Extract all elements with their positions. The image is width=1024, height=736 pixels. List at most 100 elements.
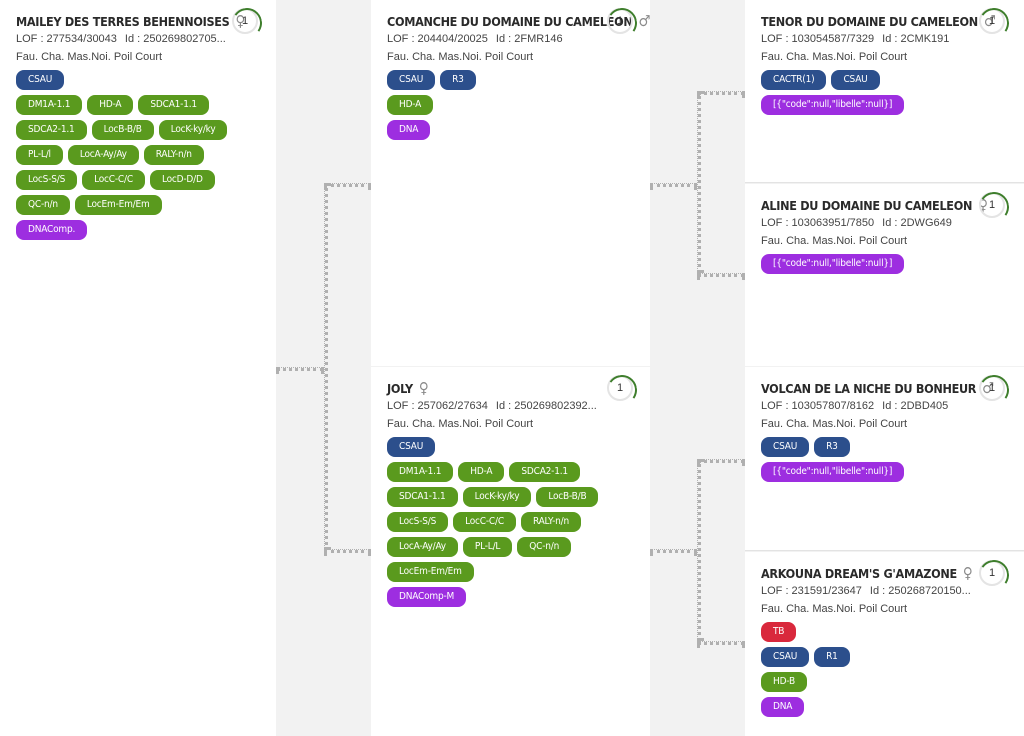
- test-badge[interactable]: LocA-Ay/Ay: [387, 537, 458, 557]
- test-badge[interactable]: CSAU: [761, 647, 810, 667]
- test-badge[interactable]: SDCA2-1.1: [16, 120, 87, 140]
- coat-description: Fau. Cha. Mas.Noi. Poil Court: [761, 603, 908, 615]
- test-badge[interactable]: R1: [814, 647, 850, 667]
- dog-name[interactable]: MAILEY DES TERRES BEHENNOISES♀: [16, 12, 246, 30]
- test-badge[interactable]: LocB-B/B: [536, 487, 599, 507]
- test-badge[interactable]: DM1A-1.1: [387, 462, 454, 482]
- test-badge[interactable]: HD-B: [761, 672, 807, 692]
- test-badge[interactable]: TB: [761, 622, 797, 642]
- test-badge[interactable]: HD-A: [87, 95, 134, 115]
- connector-subject: [276, 367, 324, 371]
- test-badge[interactable]: LocC-C/C: [453, 512, 516, 532]
- count-ring-icon: 1: [979, 8, 1005, 34]
- connector-dam-out: [650, 549, 697, 553]
- subject-card[interactable]: MAILEY DES TERRES BEHENNOISES♀ LOF : 277…: [0, 0, 276, 736]
- dam-sire-card[interactable]: VOLCAN DE LA NICHE DU BONHEUR♂ LOF : 103…: [745, 367, 1024, 551]
- connector-sire-vertical: [697, 91, 701, 273]
- connector-sire-dam: [697, 273, 745, 277]
- sire-card[interactable]: COMANCHE DU DOMAINE DU CAMELEON♂ LOF : 2…: [371, 0, 650, 366]
- badge-row: CACTR(1)CSAU: [761, 70, 1012, 90]
- sire-sire-card[interactable]: TENOR DU DOMAINE DU CAMELEON♂ LOF : 1030…: [745, 0, 1024, 183]
- badge-row: LocEm-Em/Em: [387, 562, 638, 582]
- badge-row: [{"code":null,"libelle":null}]: [761, 95, 1012, 115]
- test-badge[interactable]: DNA: [761, 697, 805, 717]
- test-badge[interactable]: RALY-n/n: [520, 512, 582, 532]
- test-badge[interactable]: PL-L/L: [462, 537, 513, 557]
- test-badge[interactable]: LocK-ky/ky: [462, 487, 532, 507]
- test-badge[interactable]: SDCA1-1.1: [138, 95, 209, 115]
- test-badge[interactable]: LocC-C/C: [82, 170, 145, 190]
- test-badge[interactable]: CACTR(1): [761, 70, 827, 90]
- dog-name[interactable]: ALINE DU DOMAINE DU CAMELEON♀: [761, 196, 988, 214]
- test-badge[interactable]: DM1A-1.1: [16, 95, 83, 115]
- test-badge[interactable]: DNAComp-M: [387, 587, 467, 607]
- badge-row: DNA: [761, 697, 1012, 717]
- dog-name[interactable]: ARKOUNA DREAM'S G'AMAZONE♀: [761, 564, 973, 582]
- dog-name[interactable]: COMANCHE DU DOMAINE DU CAMELEON♂: [387, 12, 650, 30]
- test-badge[interactable]: RALY-n/n: [143, 145, 204, 165]
- female-icon: ♀: [962, 564, 973, 582]
- count-ring-icon: 1: [607, 8, 633, 34]
- test-badge[interactable]: SDCA2-1.1: [509, 462, 580, 482]
- test-badge[interactable]: QC-n/n: [16, 195, 70, 215]
- test-badge[interactable]: LocEm-Em/Em: [74, 195, 162, 215]
- coat-description: Fau. Cha. Mas.Noi. Poil Court: [761, 418, 908, 430]
- test-badge[interactable]: [{"code":null,"libelle":null}]: [761, 462, 905, 482]
- test-badge[interactable]: LocD-D/D: [149, 170, 215, 190]
- test-badge[interactable]: HD-A: [458, 462, 505, 482]
- test-badge[interactable]: SDCA1-1.1: [387, 487, 458, 507]
- test-badge[interactable]: LocA-Ay/Ay: [67, 145, 139, 165]
- test-badge[interactable]: CSAU: [16, 70, 65, 90]
- test-badge[interactable]: CSAU: [831, 70, 880, 90]
- dog-name[interactable]: JOLY♀: [387, 379, 429, 397]
- count-ring-icon: 1: [979, 375, 1005, 401]
- test-badge[interactable]: [{"code":null,"libelle":null}]: [761, 95, 905, 115]
- test-badge[interactable]: DNAComp.: [16, 220, 88, 240]
- connector-dam-sire: [697, 459, 745, 463]
- badge-row: CSAU: [387, 437, 638, 457]
- test-badge[interactable]: CSAU: [387, 70, 436, 90]
- test-badge[interactable]: R3: [440, 70, 476, 90]
- test-badge[interactable]: CSAU: [387, 437, 436, 457]
- test-badge[interactable]: PL-L/l: [16, 145, 63, 165]
- test-badge[interactable]: CSAU: [761, 437, 810, 457]
- dog-name[interactable]: VOLCAN DE LA NICHE DU BONHEUR♂: [761, 379, 994, 397]
- dog-name[interactable]: TENOR DU DOMAINE DU CAMELEON♂: [761, 12, 996, 30]
- count-ring-icon: 1: [607, 375, 633, 401]
- female-icon: ♀: [418, 379, 429, 397]
- test-badge[interactable]: [{"code":null,"libelle":null}]: [761, 254, 905, 274]
- connector-sire-out: [650, 183, 697, 187]
- badge-row: CSAU: [16, 70, 264, 90]
- test-badge[interactable]: DNA: [387, 120, 431, 140]
- coat-description: Fau. Cha. Mas.Noi. Poil Court: [387, 51, 534, 63]
- test-badge[interactable]: HD-A: [387, 95, 434, 115]
- test-badge[interactable]: LocS-S/S: [387, 512, 449, 532]
- dam-dam-card[interactable]: ARKOUNA DREAM'S G'AMAZONE♀ LOF : 231591/…: [745, 552, 1024, 736]
- test-badge[interactable]: LocK-ky/ky: [158, 120, 228, 140]
- badge-row: DNA: [387, 120, 638, 140]
- sire-dam-card[interactable]: ALINE DU DOMAINE DU CAMELEON♀ LOF : 1030…: [745, 184, 1024, 366]
- test-badge[interactable]: LocB-B/B: [91, 120, 154, 140]
- coat-description: Fau. Cha. Mas.Noi. Poil Court: [387, 418, 534, 430]
- count-ring-icon: 1: [232, 8, 258, 34]
- test-badge[interactable]: R3: [814, 437, 850, 457]
- test-badge[interactable]: QC-n/n: [517, 537, 572, 557]
- coat-description: Fau. Cha. Mas.Noi. Poil Court: [16, 51, 163, 63]
- connector-sire-sire: [697, 91, 745, 95]
- test-badge[interactable]: LocEm-Em/Em: [387, 562, 474, 582]
- test-badge[interactable]: LocS-S/S: [16, 170, 78, 190]
- badge-row: [{"code":null,"libelle":null}]: [761, 462, 1012, 482]
